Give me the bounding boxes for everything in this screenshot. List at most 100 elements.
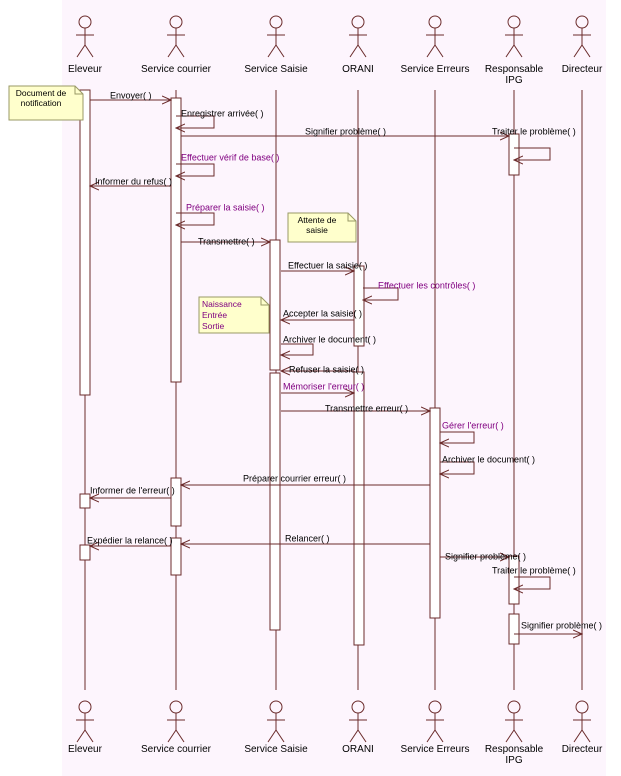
message-21: Expédier la relance( ) — [87, 535, 173, 546]
actor-directeur-bottom: Directeur — [562, 700, 603, 755]
actor-leg — [513, 729, 523, 743]
actor-label: Service Erreurs — [401, 64, 470, 75]
actor-erreurs-bottom: Service Erreurs — [401, 700, 470, 755]
message-24: Signifier problème( ) — [514, 620, 602, 634]
message-label: Effectuer vérif de base( ) — [181, 152, 279, 162]
actor-leg — [434, 44, 444, 58]
actor-leg — [426, 44, 436, 58]
actor-leg — [84, 44, 94, 58]
self-message-arrow — [440, 461, 475, 474]
message-label: Signifier problème( ) — [445, 551, 526, 561]
actor-leg — [505, 729, 515, 743]
message-5: Effectuer vérif de base( ) — [176, 152, 279, 176]
message-14: Mémoriser l'erreur( ) — [281, 381, 364, 393]
actor-label: ORANI — [342, 744, 374, 755]
message-label: Expédier la relance( ) — [87, 535, 173, 545]
actor-leg — [581, 44, 591, 58]
activation-courrier — [170, 477, 182, 527]
activation-ipg — [508, 133, 520, 176]
message-15: Transmettre erreur( ) — [281, 403, 430, 413]
actor-label: IPG — [505, 755, 522, 766]
message-label: Enregistrer arrivée( ) — [181, 108, 264, 118]
message-18: Préparer courrier erreur( ) — [181, 473, 430, 485]
self-message-arrow — [514, 147, 551, 160]
message-label: Accepter la saisie( ) — [283, 308, 362, 318]
activation-eleveur — [79, 89, 91, 396]
message-17: Archiver le document( ) — [440, 454, 535, 474]
self-message-arrow — [281, 343, 314, 355]
message-label: Effectuer les contrôles( ) — [378, 280, 475, 290]
message-11: Accepter la saisie( ) — [281, 308, 362, 320]
note-box — [198, 296, 270, 334]
actor-label: ORANI — [342, 64, 374, 75]
actor-leg — [76, 729, 86, 743]
message-label: Mémoriser l'erreur( ) — [283, 381, 364, 391]
activation-saisie — [269, 239, 281, 371]
actor-leg — [267, 729, 277, 743]
message-label: Archiver le document( ) — [283, 334, 376, 344]
actor-leg — [349, 729, 359, 743]
actor-leg — [84, 729, 94, 743]
actor-label: Service courrier — [141, 744, 212, 755]
actor-label: Directeur — [562, 744, 603, 755]
message-12: Archiver le document( ) — [281, 334, 376, 355]
activation-orani — [353, 371, 365, 646]
message-22: Signifier problème( ) — [440, 551, 526, 561]
actor-leg — [349, 44, 359, 58]
message-23: Traiter le problème( ) — [492, 565, 576, 589]
actor-leg — [275, 44, 285, 58]
diagram-background — [62, 0, 606, 776]
message-6: Informer du refus( ) — [90, 176, 172, 186]
message-label: Transmettre erreur( ) — [325, 403, 408, 413]
message-7: Préparer la saisie( ) — [176, 202, 265, 225]
self-message-arrow — [176, 212, 215, 225]
message-label: Informer de l'erreur( ) — [90, 485, 175, 495]
activation-ipg — [508, 613, 520, 645]
actor-courrier-bottom: Service courrier — [141, 700, 212, 755]
message-3: Signifier problème( ) — [181, 126, 509, 136]
message-20: Relancer( ) — [181, 533, 430, 544]
actor-directeur-top: Directeur — [562, 15, 603, 75]
note-box — [287, 212, 357, 243]
actor-leg — [573, 729, 583, 743]
message-label: Gérer l'erreur( ) — [442, 420, 504, 430]
actor-eleveur-top: Eleveur — [68, 15, 103, 75]
activation-eleveur — [79, 544, 91, 561]
activation-orani — [353, 265, 365, 347]
actor-leg — [267, 44, 277, 58]
message-label: Préparer la saisie( ) — [186, 202, 265, 212]
message-label: Relancer( ) — [285, 533, 330, 543]
activation-courrier — [170, 537, 182, 576]
message-label: Préparer courrier erreur( ) — [243, 473, 346, 483]
actor-erreurs-top: Service Erreurs — [401, 15, 470, 75]
message-label: Signifier problème( ) — [521, 620, 602, 630]
actor-orani-top: ORANI — [342, 15, 374, 75]
actor-leg — [434, 729, 444, 743]
actor-label: IPG — [505, 75, 522, 86]
message-label: Envoyer( ) — [110, 90, 152, 100]
actor-leg — [426, 729, 436, 743]
activation-ipg — [508, 555, 520, 605]
actor-label: Service Erreurs — [401, 744, 470, 755]
message-label: Traiter le problème( ) — [492, 565, 576, 575]
actor-label: Eleveur — [68, 744, 103, 755]
self-message-arrow — [176, 163, 215, 176]
actor-leg — [357, 44, 367, 58]
actor-leg — [573, 44, 583, 58]
note-fold — [260, 297, 269, 306]
actor-label: Eleveur — [68, 64, 103, 75]
actor-leg — [275, 729, 285, 743]
actor-label: Service Saisie — [244, 64, 308, 75]
note-fold — [74, 86, 83, 95]
note-fold — [347, 213, 356, 222]
message-9: Effectuer la saisie( ) — [281, 260, 367, 271]
actor-leg — [76, 44, 86, 58]
actor-courrier-top: Service courrier — [141, 15, 212, 75]
message-4: Traiter le problème( ) — [492, 126, 576, 160]
